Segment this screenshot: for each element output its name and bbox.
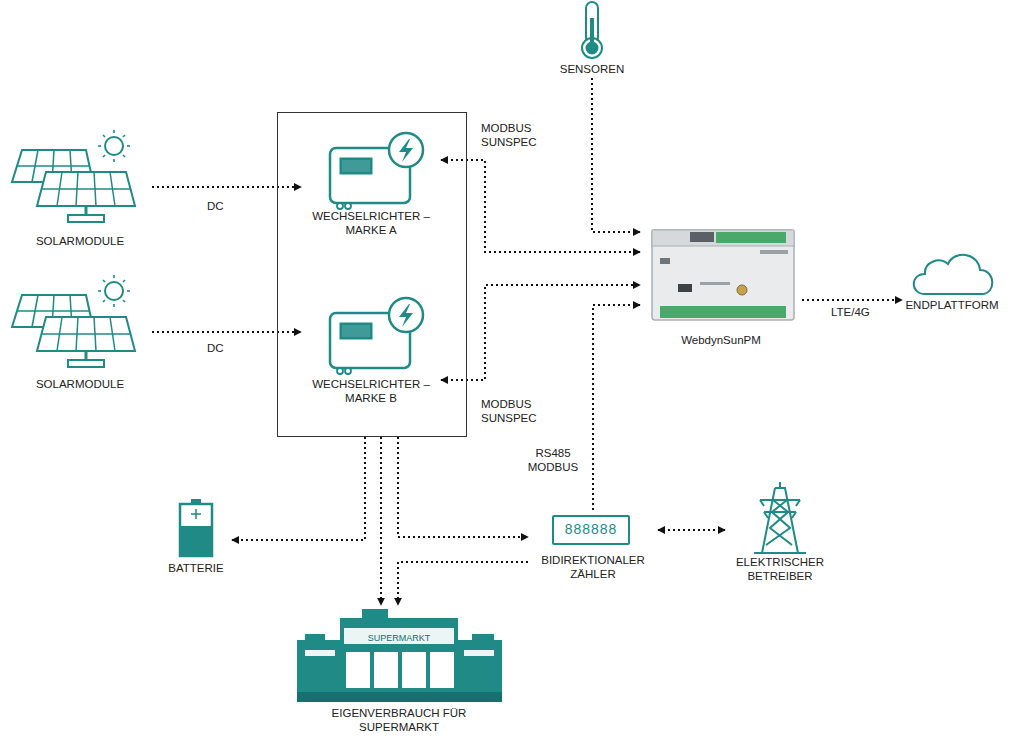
data-logger: WebdynSunPM (640, 215, 802, 350)
supermarket: SUPERMARKT EIGENVERBRAUCH FÜR SUPERMARKT (292, 605, 506, 736)
node-label: SOLARMODULE (15, 377, 145, 391)
node-label: WebdynSunPM (646, 333, 796, 347)
cloud-platform: ENDPLATTFORM (902, 248, 1002, 316)
dotted-connector (441, 285, 640, 380)
dotted-connector (398, 562, 528, 605)
sensor: SENSOREN (552, 0, 632, 78)
shop-sign: SUPERMARKT (292, 633, 506, 644)
dotted-connector (152, 186, 301, 188)
solar-module: SOLARMODULE (8, 265, 152, 395)
node-label: WECHSELRICHTER – MARKE B (306, 377, 436, 405)
inverter-group-box: WECHSELRICHTER – MARKE A WECHSELRICHTER –… (277, 112, 467, 437)
battery: BATTERIE (160, 496, 232, 578)
dotted-connector (441, 160, 640, 252)
node-label: BIDIREKTIONALER ZÄHLER (528, 553, 658, 581)
dotted-connector (592, 78, 640, 232)
node-label: ENDPLATTFORM (902, 298, 1002, 312)
dotted-connector (232, 437, 365, 540)
edge-label: LTE/4G (830, 305, 882, 319)
edge-label: DC (206, 199, 234, 213)
edge-label: DC (206, 341, 234, 355)
node-label: SENSOREN (552, 62, 632, 76)
node-label: EIGENVERBRAUCH FÜR SUPERMARKT (314, 706, 484, 734)
dotted-connector (398, 437, 528, 537)
node-label: WECHSELRICHTER – MARKE A (306, 209, 436, 237)
bidirectional-meter: 888888BIDIREKTIONALER ZÄHLER (528, 510, 658, 588)
inverter: WECHSELRICHTER – MARKE B (301, 299, 441, 409)
meter-display: 888888 (552, 515, 630, 545)
edge-label: MODBUS SUNSPEC (480, 397, 552, 425)
node-label: ELEKTRISCHER BETREIBER (730, 555, 830, 583)
grid-operator: ELEKTRISCHER BETREIBER (725, 482, 835, 587)
solar-module: SOLARMODULE (8, 120, 152, 250)
inverter: WECHSELRICHTER – MARKE A (301, 136, 441, 241)
edge-label: RS485 MODBUS (522, 446, 584, 474)
node-label: SOLARMODULE (15, 234, 145, 248)
edge-label: MODBUS SUNSPEC (480, 121, 552, 149)
dotted-connector (658, 529, 725, 531)
dotted-connector (593, 305, 640, 510)
dotted-connector (152, 331, 301, 333)
dotted-connector (380, 437, 382, 605)
node-label: BATTERIE (160, 561, 232, 575)
dotted-connector (802, 299, 902, 301)
